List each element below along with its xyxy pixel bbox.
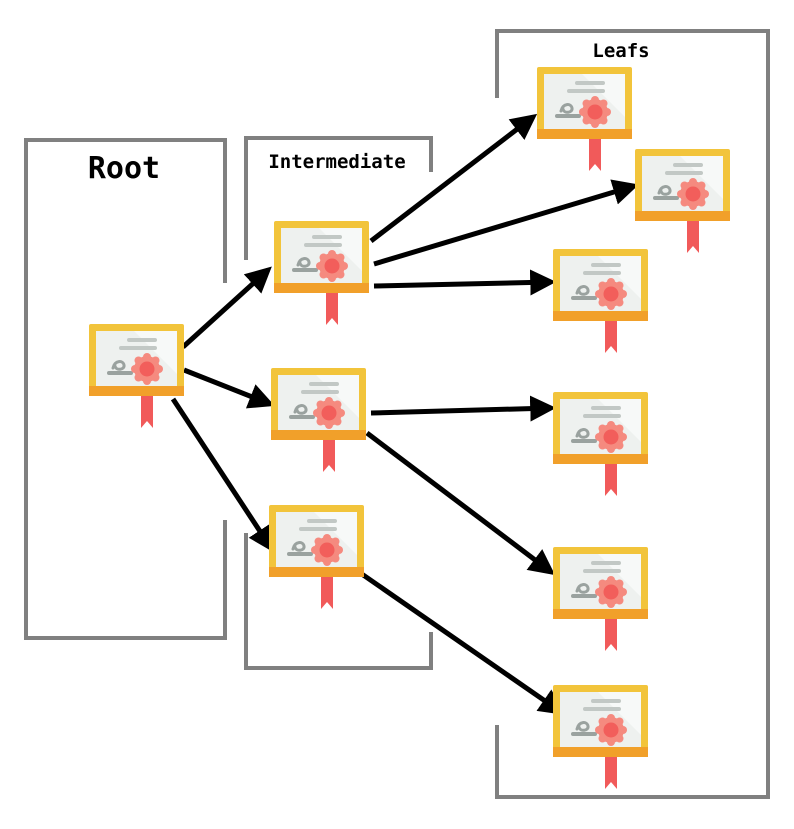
arrow-intermediate-1-to-leaf-1 xyxy=(369,113,538,243)
arrows xyxy=(170,113,639,715)
intermediate-certificate-icon xyxy=(269,505,364,611)
arrow-root-to-intermediate-1 xyxy=(181,266,272,349)
intermediate-group-frame-bottom xyxy=(244,533,433,670)
intermediate-label: Intermediate xyxy=(268,151,405,173)
leafs-group-frame xyxy=(495,29,770,799)
intermediate-certificate-icon xyxy=(274,221,369,327)
arrow-intermediate-3-to-leaf-6 xyxy=(354,567,566,715)
leaf-certificate-icon xyxy=(635,149,730,255)
leaf-certificate-icon xyxy=(553,392,648,498)
leaf-certificate-icon xyxy=(553,547,648,653)
arrow-intermediate-1-to-leaf-2 xyxy=(373,179,639,267)
root-group-frame xyxy=(24,138,227,640)
leafs-label: Leafs xyxy=(592,40,649,62)
root-certificate-icon xyxy=(89,324,184,430)
arrow-intermediate-1-to-leaf-3 xyxy=(373,269,557,296)
leaf-certificate-icon xyxy=(553,249,648,355)
leaf-certificate-icon xyxy=(553,685,648,791)
arrow-root-to-intermediate-2 xyxy=(183,367,275,409)
root-label: Root xyxy=(88,151,160,186)
intermediate-certificate-icon xyxy=(271,368,366,474)
intermediate-group-frame-top xyxy=(244,136,433,260)
leaf-certificate-icon xyxy=(537,67,632,173)
arrow-root-to-intermediate-3 xyxy=(170,397,274,553)
arrow-intermediate-2-to-leaf-5 xyxy=(365,431,556,576)
arrow-intermediate-2-to-leaf-4 xyxy=(370,395,557,422)
